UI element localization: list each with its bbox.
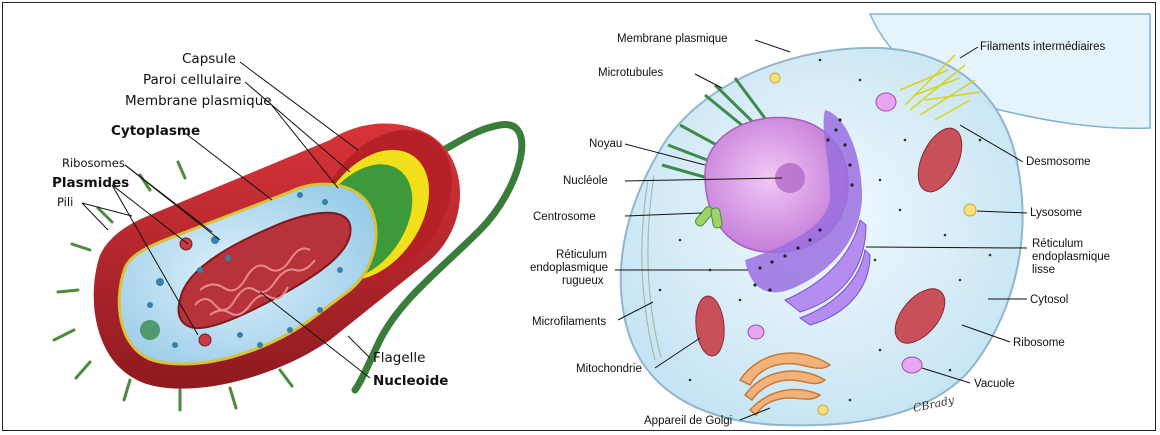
label-noyau: Noyau bbox=[589, 138, 622, 150]
label-membrane-plasmique: Membrane plasmique bbox=[617, 33, 728, 45]
label-filaments: Filaments intermédiaires bbox=[980, 41, 1106, 53]
label-lysosome: Lysosome bbox=[1030, 207, 1082, 219]
label-ret-lisse-1: Réticulum bbox=[1032, 238, 1083, 250]
granule-shape bbox=[140, 320, 160, 340]
label-membrane: Membrane plasmique bbox=[125, 93, 272, 109]
label-plasmides: Plasmides bbox=[52, 175, 129, 191]
label-appareil-golgi: Appareil de Golgi bbox=[644, 415, 732, 427]
vesicle-shape bbox=[818, 405, 828, 415]
label-nucleole: Nucléole bbox=[563, 175, 608, 187]
prokaryote-cell bbox=[54, 105, 522, 410]
label-centrosome: Centrosome bbox=[533, 211, 596, 223]
vacuole-shape bbox=[902, 357, 922, 373]
label-capsule: Capsule bbox=[182, 51, 236, 67]
eukaryote-cell: CBrady bbox=[621, 14, 1150, 425]
label-microtubules: Microtubules bbox=[598, 67, 663, 79]
label-ret-rugueux-1: Réticulum bbox=[556, 249, 607, 261]
label-microfilaments: Microfilaments bbox=[532, 316, 606, 328]
label-pili: Pili bbox=[57, 195, 73, 209]
label-paroi: Paroi cellulaire bbox=[143, 72, 241, 88]
label-ret-rugueux-3: rugueux bbox=[562, 275, 604, 287]
label-vacuole: Vacuole bbox=[974, 378, 1015, 390]
label-nucleoide: Nucleoide bbox=[373, 373, 448, 389]
label-ribosome: Ribosome bbox=[1013, 337, 1065, 349]
label-ribosomes: Ribosomes bbox=[62, 156, 125, 170]
label-ret-rugueux-2: endoplasmique bbox=[530, 262, 608, 274]
label-ret-lisse-2: endoplasmique bbox=[1032, 251, 1110, 263]
label-ret-lisse-3: lisse bbox=[1032, 264, 1055, 276]
label-mitochondrie: Mitochondrie bbox=[576, 363, 642, 375]
plasmid-shape bbox=[199, 334, 211, 346]
label-flagelle: Flagelle bbox=[373, 350, 425, 366]
lysosome-shape bbox=[964, 204, 976, 216]
vacuole-shape bbox=[748, 325, 764, 339]
label-desmosome: Desmosome bbox=[1026, 156, 1091, 168]
label-cytosol: Cytosol bbox=[1030, 294, 1068, 306]
vacuole-shape bbox=[876, 93, 896, 111]
label-cytoplasme: Cytoplasme bbox=[111, 123, 200, 139]
vesicle-shape bbox=[770, 73, 780, 83]
